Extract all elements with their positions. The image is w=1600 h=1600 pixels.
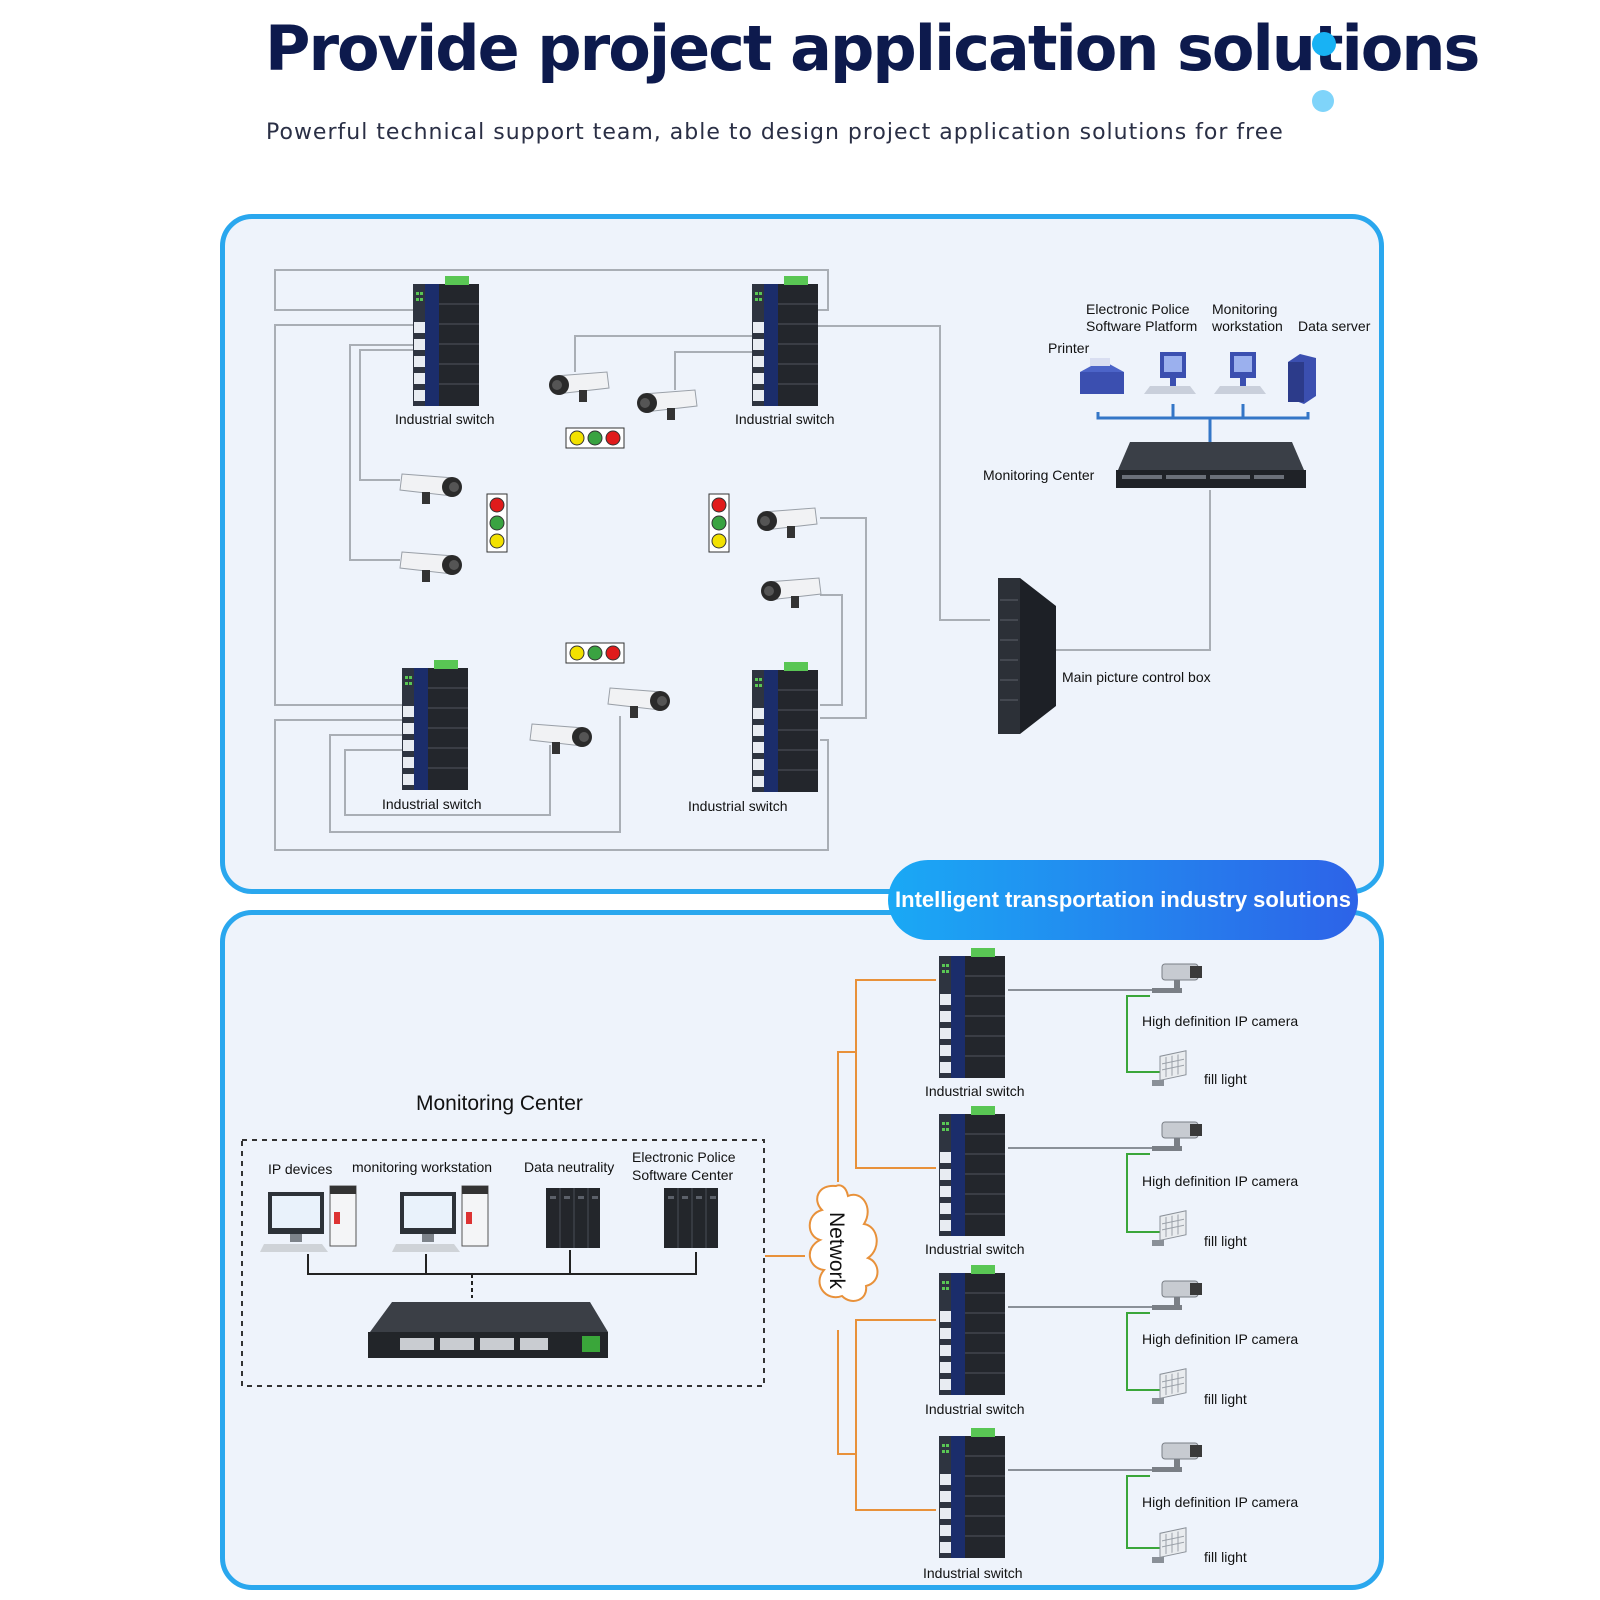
- monitoring-center-label: Monitoring Center: [983, 467, 1095, 483]
- industrial-switch-icon: [401, 659, 469, 791]
- hd-camera-icon: [1151, 1280, 1203, 1311]
- camera-icon: [399, 473, 463, 505]
- ip-devices-label: IP devices: [268, 1161, 332, 1177]
- platform-label: Software Platform: [1086, 318, 1197, 334]
- industrial-switch-icon: [938, 1264, 1006, 1396]
- solution-banner: Intelligent transportation industry solu…: [888, 860, 1358, 940]
- network-links: [765, 979, 936, 1511]
- camera-icon: [636, 389, 698, 421]
- industrial-switch-icon: [938, 1427, 1006, 1559]
- ip-device-icon: [259, 1185, 357, 1253]
- server-rack-icon: [663, 1187, 719, 1249]
- traffic-light-icon: [565, 427, 625, 449]
- data-server-label: Data server: [1298, 318, 1371, 334]
- printer-label: Printer: [1048, 340, 1090, 356]
- industrial-switch-icon: [412, 275, 480, 407]
- fill-light-label: fill light: [1204, 1071, 1247, 1087]
- camera-links: [1008, 989, 1160, 1471]
- page-subtitle: Powerful technical support team, able to…: [266, 120, 1284, 145]
- camera-label: High definition IP camera: [1142, 1013, 1298, 1029]
- camera-icon: [529, 723, 593, 755]
- data-neutrality-label: Data neutrality: [524, 1159, 614, 1175]
- fill-light-icon: [1151, 1210, 1187, 1247]
- traffic-light-icon: [486, 493, 508, 553]
- switch-label: Industrial switch: [688, 798, 788, 814]
- workstation-icon: [1144, 352, 1196, 394]
- switch-label: Industrial switch: [925, 1241, 1025, 1257]
- camera-icon: [607, 687, 671, 719]
- switch-label: Industrial switch: [382, 796, 482, 812]
- fill-light-label: fill light: [1204, 1233, 1247, 1249]
- switch-label: Industrial switch: [925, 1083, 1025, 1099]
- fill-light-icon: [1151, 1527, 1187, 1564]
- camera-icon: [399, 551, 463, 583]
- police-center-label: Software Center: [632, 1167, 733, 1183]
- workstation-label: Monitoring: [1212, 301, 1277, 317]
- switch-label: Industrial switch: [923, 1565, 1023, 1581]
- switch-label: Industrial switch: [395, 411, 495, 427]
- switch-label: Industrial switch: [925, 1401, 1025, 1417]
- page-title: Provide project application solutions: [265, 12, 1480, 85]
- industrial-switch-icon: [751, 661, 819, 793]
- data-server-icon: [1288, 354, 1316, 404]
- camera-icon: [756, 507, 818, 539]
- network-cloud-icon: [808, 1184, 879, 1302]
- control-box-icon: [998, 578, 1056, 734]
- top-links: [274, 269, 1211, 851]
- fill-light-label: fill light: [1204, 1391, 1247, 1407]
- decor-dot: [1312, 90, 1334, 112]
- camera-label: High definition IP camera: [1142, 1173, 1298, 1189]
- fill-light-icon: [1151, 1050, 1187, 1087]
- switch-label: Industrial switch: [735, 411, 835, 427]
- hd-camera-icon: [1151, 963, 1203, 994]
- server-rack-icon: [545, 1187, 601, 1249]
- decor-dot: [1312, 32, 1336, 56]
- monitoring-center-title: Monitoring Center: [416, 1092, 583, 1115]
- fill-light-icon: [1151, 1368, 1187, 1405]
- hd-camera-icon: [1151, 1121, 1203, 1152]
- industrial-switch-icon: [938, 947, 1006, 1079]
- camera-icon: [760, 577, 822, 609]
- green-links: [1126, 995, 1160, 1549]
- camera-label: High definition IP camera: [1142, 1494, 1298, 1510]
- workstation-icon: [391, 1185, 489, 1253]
- traffic-light-icon: [708, 493, 730, 553]
- monitoring-bus: [1096, 404, 1310, 448]
- camera-label: High definition IP camera: [1142, 1331, 1298, 1347]
- workstation-label: monitoring workstation: [352, 1159, 492, 1175]
- police-center-label: Electronic Police: [632, 1149, 736, 1165]
- camera-icon: [548, 371, 610, 403]
- core-switch-icon: [368, 1302, 608, 1358]
- control-box-label: Main picture control box: [1062, 669, 1211, 685]
- core-switch-icon: [1116, 442, 1306, 488]
- industrial-switch-icon: [938, 1105, 1006, 1237]
- platform-label: Electronic Police: [1086, 301, 1190, 317]
- network-label: Network: [825, 1212, 848, 1290]
- monitoring-bus: [307, 1250, 697, 1298]
- workstation-label: workstation: [1211, 318, 1283, 334]
- printer-icon: [1080, 358, 1124, 394]
- workstation-icon: [1214, 352, 1266, 394]
- fill-light-label: fill light: [1204, 1549, 1247, 1565]
- traffic-light-icon: [565, 642, 625, 664]
- hd-camera-icon: [1151, 1442, 1203, 1473]
- industrial-switch-icon: [751, 275, 819, 407]
- monitoring-center-group: [241, 1139, 765, 1387]
